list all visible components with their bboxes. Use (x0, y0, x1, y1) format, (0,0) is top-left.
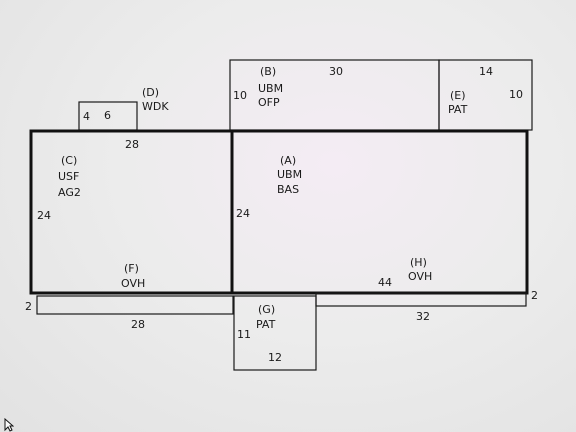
area-b-line2: OFP (258, 96, 280, 109)
area-g-code: (G) (258, 303, 275, 316)
dim-d-height: 4 (83, 110, 90, 123)
area-c-line1: USF (58, 170, 79, 183)
dim-f-overhang: 2 (25, 300, 32, 313)
main-structure-outline (29, 129, 529, 295)
area-g-outline (233, 295, 317, 371)
area-g-line1: PAT (256, 318, 276, 331)
area-e-code: (E) (450, 89, 466, 102)
dim-b-height: 10 (233, 89, 247, 102)
dim-f-width: 28 (131, 318, 145, 331)
area-c-line2: AG2 (58, 186, 81, 199)
dim-e-width: 14 (479, 65, 493, 78)
dim-h-bottom-width: 32 (416, 310, 430, 323)
area-f-line1: OVH (121, 277, 145, 290)
dim-c-height: 24 (37, 209, 51, 222)
dim-g-width: 12 (268, 351, 282, 364)
area-h-code: (H) (410, 256, 427, 269)
area-h-outline (315, 292, 527, 307)
area-d-line1: WDK (142, 100, 169, 113)
dim-e-height: 10 (509, 88, 523, 101)
area-a-code: (A) (280, 154, 296, 167)
dim-b-width: 30 (329, 65, 343, 78)
area-f-code: (F) (124, 262, 139, 275)
dim-d-width: 6 (104, 109, 111, 122)
area-d-code: (D) (142, 86, 159, 99)
area-e-line1: PAT (448, 103, 468, 116)
dim-a-height: 24 (236, 207, 250, 220)
area-c-code: (C) (61, 154, 77, 167)
dim-g-height: 11 (237, 328, 251, 341)
area-f-outline (36, 295, 234, 315)
dim-c-width: 28 (125, 138, 139, 151)
dim-h-width: 44 (378, 276, 392, 289)
area-a-line1: UBM (277, 168, 302, 181)
area-a-line2: BAS (277, 183, 299, 196)
mouse-pointer-icon (4, 418, 14, 432)
area-h-line1: OVH (408, 270, 432, 283)
area-b-code: (B) (260, 65, 276, 78)
dim-h-overhang: 2 (531, 289, 538, 302)
area-b-line1: UBM (258, 82, 283, 95)
